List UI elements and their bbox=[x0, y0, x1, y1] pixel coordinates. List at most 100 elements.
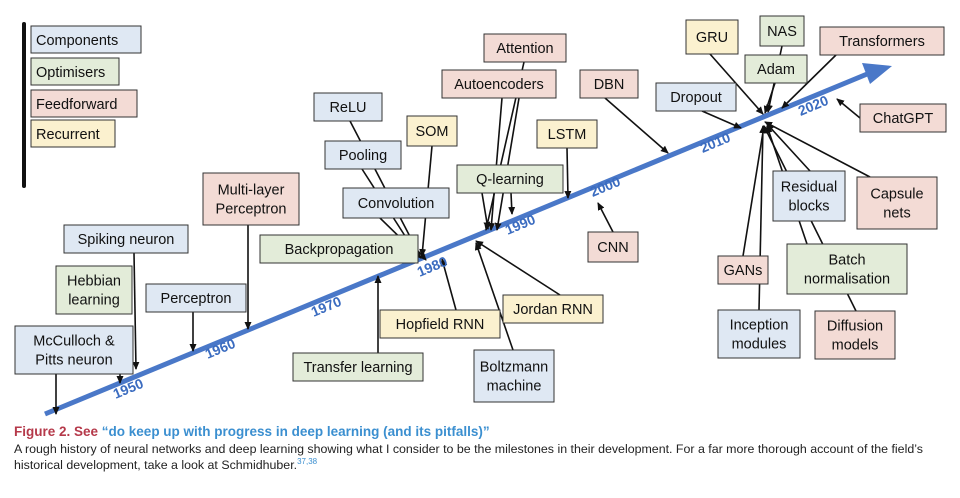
node-box bbox=[587, 231, 639, 263]
node-box bbox=[313, 92, 383, 122]
connector-arrow bbox=[488, 97, 503, 231]
connector-arrow bbox=[564, 147, 572, 199]
node-label: nets bbox=[883, 206, 910, 222]
node-backprop: Backpropagation bbox=[259, 234, 419, 264]
node-spiking: Spiking neuron bbox=[63, 224, 189, 254]
timeline-line bbox=[44, 69, 873, 417]
node-label: ReLU bbox=[329, 100, 366, 116]
node-box bbox=[814, 310, 896, 360]
node-box bbox=[473, 349, 555, 403]
legend-swatch bbox=[30, 25, 142, 54]
legend-item-recurrent: Recurrent bbox=[30, 119, 116, 148]
node-label: modules bbox=[732, 337, 787, 353]
node-box bbox=[259, 234, 419, 264]
node-cnn: CNN bbox=[587, 231, 639, 263]
connector-arrow bbox=[766, 123, 811, 172]
node-box bbox=[717, 255, 769, 285]
node-label: Hopfield RNN bbox=[396, 317, 485, 333]
connector-arrow bbox=[597, 202, 614, 233]
year-label: 2010 bbox=[698, 129, 733, 156]
node-hebbian: Hebbian learning bbox=[55, 265, 133, 315]
legend-item-optimisers: Optimisers bbox=[30, 57, 120, 86]
timeline-svg: ComponentsOptimisersFeedforwardRecurrent… bbox=[14, 15, 947, 417]
node-label: Hebbian bbox=[67, 274, 121, 290]
node-label: Batch bbox=[828, 253, 865, 269]
node-box bbox=[63, 224, 189, 254]
connector-arrow bbox=[481, 192, 491, 230]
connector-arrow bbox=[701, 110, 742, 129]
node-pooling: Pooling bbox=[324, 140, 402, 170]
connector-arrow bbox=[763, 82, 776, 114]
node-label: Convolution bbox=[358, 196, 435, 212]
legend-item-components: Components bbox=[30, 25, 142, 54]
node-label: Jordan RNN bbox=[513, 302, 593, 318]
node-label: Capsule bbox=[870, 187, 923, 203]
node-dbn: DBN bbox=[579, 69, 639, 99]
year-label: 2020 bbox=[796, 92, 831, 119]
legend-swatch bbox=[30, 119, 116, 148]
node-box bbox=[856, 176, 938, 230]
node-transfer: Transfer learning bbox=[292, 352, 424, 382]
legend-label: Feedforward bbox=[36, 97, 117, 113]
connector-arrow bbox=[836, 98, 861, 119]
node-label: Transfer learning bbox=[303, 360, 412, 376]
legend-label: Optimisers bbox=[36, 65, 105, 81]
caption-references: 37,38 bbox=[297, 456, 318, 466]
node-label: GRU bbox=[696, 30, 728, 46]
node-autoencoders: Autoencoders bbox=[441, 69, 557, 99]
node-label: SOM bbox=[415, 124, 448, 140]
connector-arrow bbox=[440, 258, 457, 311]
node-lstm: LSTM bbox=[536, 119, 598, 149]
connector-arrow bbox=[742, 125, 767, 257]
node-label: Adam bbox=[757, 62, 795, 78]
node-relu: ReLU bbox=[313, 92, 383, 122]
node-box bbox=[483, 33, 567, 63]
node-label: NAS bbox=[767, 24, 797, 40]
node-transformers: Transformers bbox=[819, 26, 945, 56]
node-box bbox=[536, 119, 598, 149]
node-chatgpt: ChatGPT bbox=[859, 103, 947, 133]
node-label: Attention bbox=[496, 41, 553, 57]
connector-arrow bbox=[132, 252, 140, 370]
node-label: Diffusion bbox=[827, 319, 883, 335]
node-box bbox=[744, 54, 808, 84]
caption-title-prefix: Figure 2. See bbox=[14, 424, 102, 439]
node-box bbox=[379, 309, 501, 339]
year-label: 2000 bbox=[588, 173, 623, 200]
node-label: learning bbox=[68, 293, 120, 309]
timeline-arrowhead bbox=[862, 63, 892, 84]
node-label: Backpropagation bbox=[285, 242, 394, 258]
node-box bbox=[145, 283, 247, 313]
node-capsule: Capsule nets bbox=[856, 176, 938, 230]
node-label: LSTM bbox=[548, 127, 587, 143]
node-gans: GANs bbox=[717, 255, 769, 285]
legend-label: Recurrent bbox=[36, 127, 100, 143]
node-dropout: Dropout bbox=[655, 82, 737, 112]
node-box bbox=[324, 140, 402, 170]
node-nas: NAS bbox=[759, 15, 805, 47]
node-box bbox=[759, 15, 805, 47]
node-box bbox=[342, 187, 450, 219]
node-gru: GRU bbox=[685, 19, 739, 55]
node-label: Perceptron bbox=[161, 291, 232, 307]
node-label: ChatGPT bbox=[873, 111, 934, 127]
node-box bbox=[441, 69, 557, 99]
node-box bbox=[579, 69, 639, 99]
node-box bbox=[655, 82, 737, 112]
year-label: 1960 bbox=[203, 335, 238, 362]
node-box bbox=[14, 325, 134, 375]
connector-arrow bbox=[508, 192, 516, 215]
node-label: Pitts neuron bbox=[35, 353, 112, 369]
node-box bbox=[786, 243, 908, 295]
connector-arrow bbox=[764, 121, 871, 178]
year-label: 1970 bbox=[309, 293, 344, 320]
node-convolution: Convolution bbox=[342, 187, 450, 219]
node-label: blocks bbox=[788, 199, 829, 215]
connector-arrow bbox=[494, 97, 520, 231]
legend-item-feedforward: Feedforward bbox=[30, 89, 138, 118]
connector-arrow bbox=[475, 240, 561, 296]
node-box bbox=[685, 19, 739, 55]
